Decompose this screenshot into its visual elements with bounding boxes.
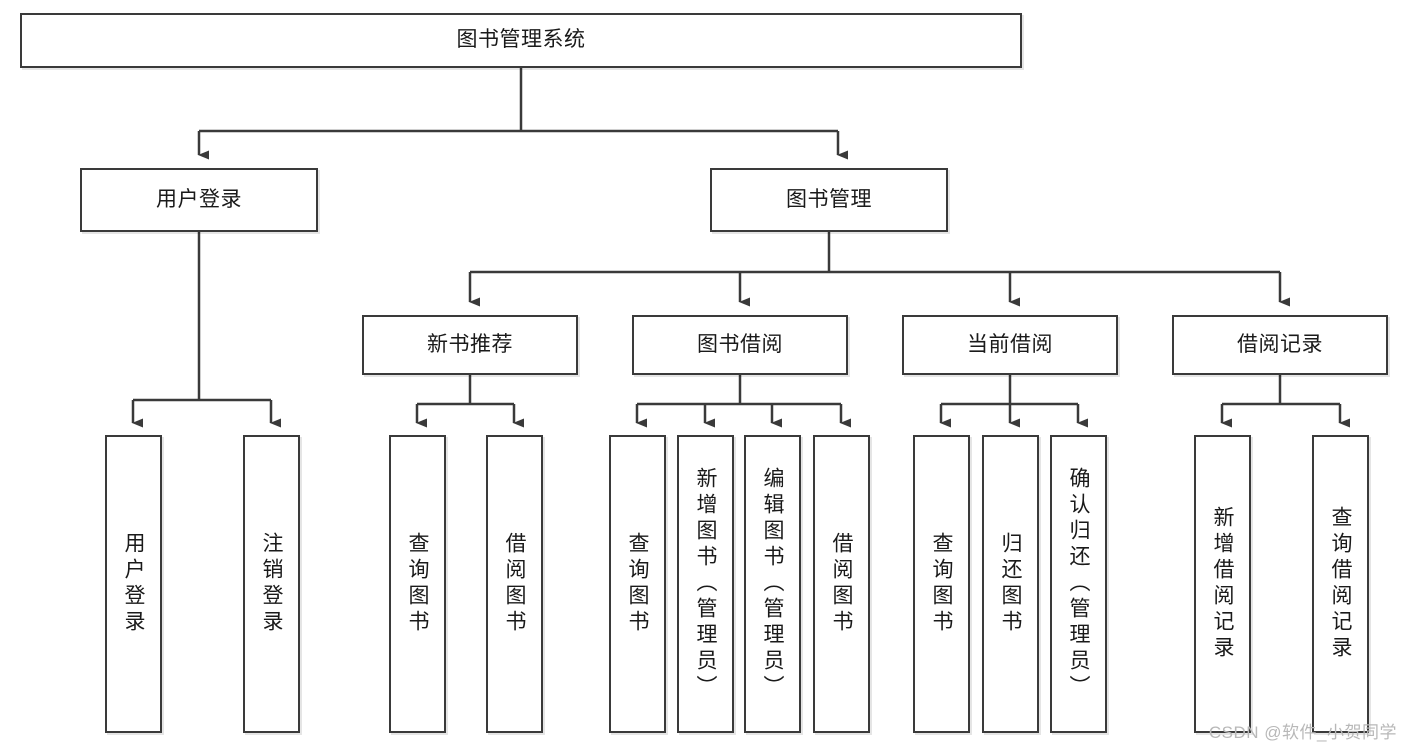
node-borrow-record-label: 借阅记录 [1237, 332, 1323, 356]
leaf-borrow-record-add[interactable]: 新增借阅记录 [1194, 435, 1251, 733]
leaf-new-book-query[interactable]: 查询图书 [389, 435, 446, 733]
leaf-current-borrow-return[interactable]: 归还图书 [982, 435, 1039, 733]
leaf-book-borrow-borrow[interactable]: 借阅图书 [813, 435, 870, 733]
leaf-current-borrow-confirm[interactable]: 确认归还（管理员） [1050, 435, 1107, 733]
leaf-label: 借阅图书 [503, 532, 526, 636]
leaf-current-borrow-query[interactable]: 查询图书 [913, 435, 970, 733]
node-current-borrow[interactable]: 当前借阅 [902, 315, 1118, 375]
leaf-user-login-login[interactable]: 用户登录 [105, 435, 162, 733]
node-user-login-label: 用户登录 [156, 187, 242, 211]
leaf-label: 查询借阅记录 [1329, 506, 1352, 662]
node-user-login[interactable]: 用户登录 [80, 168, 318, 232]
leaf-user-login-logout[interactable]: 注销登录 [243, 435, 300, 733]
leaf-label: 编辑图书（管理员） [761, 467, 784, 701]
node-current-borrow-label: 当前借阅 [967, 332, 1053, 356]
node-root[interactable]: 图书管理系统 [20, 13, 1022, 68]
leaf-label: 借阅图书 [830, 532, 853, 636]
watermark: CSDN @软件_小贺同学 [1208, 723, 1397, 742]
leaf-new-book-borrow[interactable]: 借阅图书 [486, 435, 543, 733]
leaf-label: 查询图书 [930, 532, 953, 636]
leaf-label: 查询图书 [626, 532, 649, 636]
leaf-book-borrow-query[interactable]: 查询图书 [609, 435, 666, 733]
node-borrow-record[interactable]: 借阅记录 [1172, 315, 1388, 375]
leaf-label: 注销登录 [260, 532, 283, 636]
leaf-label: 新增借阅记录 [1211, 506, 1234, 662]
leaf-label: 查询图书 [406, 532, 429, 636]
leaf-label: 用户登录 [122, 532, 145, 636]
leaf-borrow-record-query[interactable]: 查询借阅记录 [1312, 435, 1369, 733]
node-new-book-recommend-label: 新书推荐 [427, 332, 513, 356]
node-new-book-recommend[interactable]: 新书推荐 [362, 315, 578, 375]
leaf-book-borrow-add[interactable]: 新增图书（管理员） [677, 435, 734, 733]
node-book-borrow[interactable]: 图书借阅 [632, 315, 848, 375]
node-book-borrow-label: 图书借阅 [697, 332, 783, 356]
leaf-label: 新增图书（管理员） [694, 467, 717, 701]
leaf-book-borrow-edit[interactable]: 编辑图书（管理员） [744, 435, 801, 733]
node-root-label: 图书管理系统 [456, 28, 586, 52]
node-book-management-label: 图书管理 [786, 187, 872, 211]
leaf-label: 归还图书 [999, 532, 1022, 636]
leaf-label: 确认归还（管理员） [1067, 467, 1090, 701]
node-book-management[interactable]: 图书管理 [710, 168, 948, 232]
